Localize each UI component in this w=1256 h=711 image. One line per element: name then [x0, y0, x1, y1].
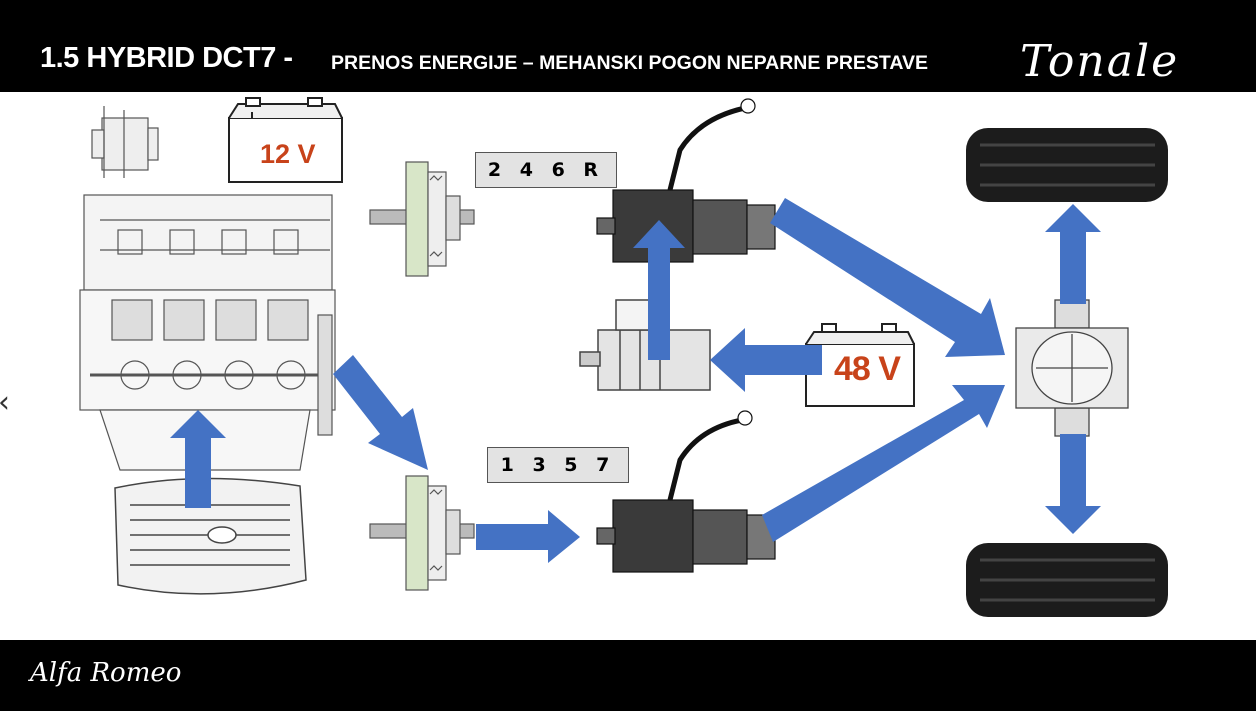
arrow-gearbox-odd-to-differential	[762, 385, 1005, 542]
gearbox-even-illustration	[596, 98, 776, 263]
clutch-even-illustration	[369, 161, 475, 277]
wheel-front-illustration	[966, 128, 1168, 202]
footer-bar: Alfa Romeo	[0, 640, 1256, 711]
battery-12v-label: 12 V	[260, 139, 316, 169]
oil-pan-illustration	[114, 477, 307, 595]
arrow-motor-to-gearbox-even	[633, 220, 685, 360]
alternator-illustration	[91, 106, 159, 178]
chevron-left-icon[interactable]: ‹	[0, 385, 10, 420]
gear-label-odd: 1 3 5 7	[487, 447, 629, 483]
engine-illustration	[79, 194, 336, 471]
electric-motor-illustration	[579, 299, 711, 391]
arrow-battery48-to-motor	[710, 328, 822, 392]
arrow-oilpan-to-engine	[170, 410, 226, 508]
slide-title: 1.5 HYBRID DCT7 -	[40, 42, 293, 74]
battery-48v-label: 48 V	[834, 350, 901, 388]
tonale-logo: Tonale	[1020, 36, 1180, 87]
slide-subtitle: PRENOS ENERGIJE – MEHANSKI POGON NEPARNE…	[331, 52, 929, 74]
gear-label-even: 2 4 6 R	[475, 152, 617, 188]
battery-12v-illustration	[228, 97, 343, 183]
differential-illustration	[1015, 299, 1129, 437]
battery-48v-illustration	[805, 323, 915, 407]
arrow-clutch-odd-to-gearbox-odd	[476, 510, 580, 563]
gearbox-odd-illustration	[596, 410, 776, 573]
header-bar: 1.5 HYBRID DCT7 - PRENOS ENERGIJE – MEHA…	[0, 0, 1256, 92]
arrow-engine-to-clutch-odd	[333, 355, 428, 470]
wheel-rear-illustration	[966, 543, 1168, 617]
arrow-differential-to-wheel-front	[1045, 204, 1101, 304]
clutch-odd-illustration	[369, 475, 475, 591]
arrow-differential-to-wheel-rear	[1045, 434, 1101, 534]
alfa-romeo-logo: Alfa Romeo	[30, 658, 182, 688]
arrow-gearbox-even-to-differential	[770, 198, 1005, 357]
energy-transfer-diagram: 2 4 6 R 1 3 5 7 12 V 48 V	[0, 92, 1256, 640]
